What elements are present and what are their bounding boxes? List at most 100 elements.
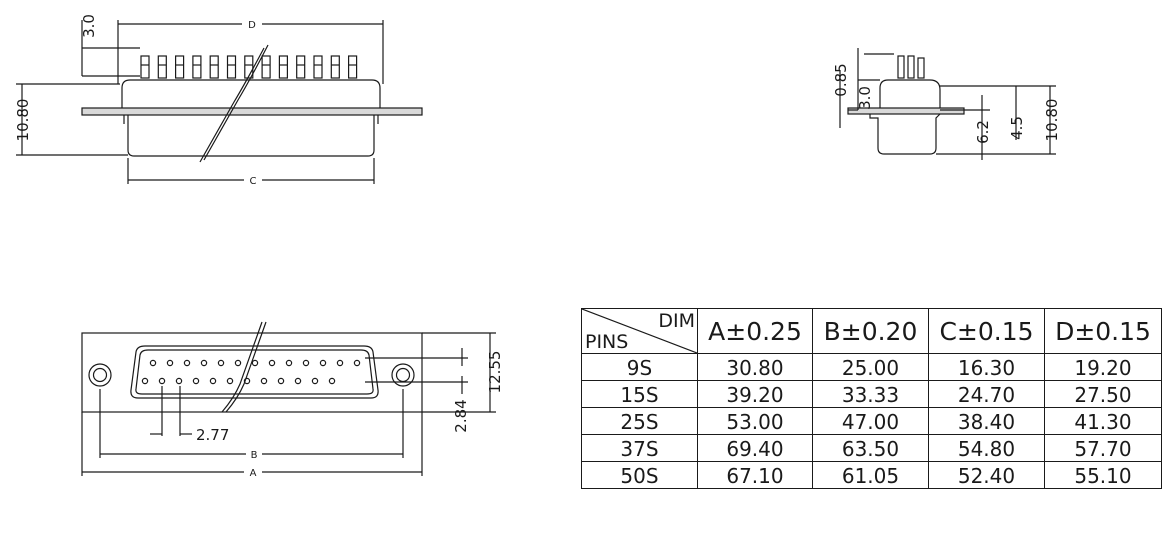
c-cell: 54.80 (928, 434, 1045, 462)
a-cell: 53.00 (697, 407, 813, 435)
pin-contact (175, 55, 185, 79)
d-cell: 41.30 (1044, 407, 1162, 435)
pins-cell: 37S (581, 434, 698, 462)
pin-hole (192, 377, 200, 385)
pin-hole (243, 377, 251, 385)
top-pins (140, 55, 358, 79)
pin-contact (296, 55, 306, 79)
top-dim-c: C (250, 176, 257, 187)
front-pins (141, 359, 361, 385)
pin-hole (175, 377, 183, 385)
a-cell: 69.40 (697, 434, 813, 462)
pin-contact (330, 55, 340, 79)
pin-contact (157, 55, 167, 79)
c-cell: 16.30 (928, 353, 1045, 381)
d-cell: 19.20 (1044, 353, 1162, 381)
table-row: 25S 53.00 47.00 38.40 41.30 (581, 407, 1162, 435)
b-cell: 47.00 (812, 407, 929, 435)
pin-hole (166, 359, 174, 367)
b-cell: 33.33 (812, 380, 929, 408)
d-cell: 57.70 (1044, 434, 1162, 462)
pin-hole (226, 377, 234, 385)
pin-hole (200, 359, 208, 367)
pin-contact (209, 55, 219, 79)
side-view (839, 48, 1056, 160)
side-dim-1080: 10.80 (1043, 99, 1061, 142)
table-row: 37S 69.40 63.50 54.80 57.70 (581, 434, 1162, 462)
pins-cell: 25S (581, 407, 698, 435)
pin-hole (277, 377, 285, 385)
b-cell: 61.05 (812, 461, 929, 489)
side-dim-30: 3.0 (856, 86, 874, 110)
pin-hole (251, 359, 259, 367)
pin-hole (268, 359, 276, 367)
table-header-row: DIM PINS A±0.25 B±0.20 C±0.15 D±0.15 (581, 308, 1162, 354)
pin-hole (294, 377, 302, 385)
d-cell: 55.10 (1044, 461, 1162, 489)
dimension-table: DIM PINS A±0.25 B±0.20 C±0.15 D±0.15 9S … (581, 308, 1162, 489)
pins-cell: 15S (581, 380, 698, 408)
front-dim-277: 2.77 (196, 426, 229, 444)
table-row: 50S 67.10 61.05 52.40 55.10 (581, 461, 1162, 489)
c-cell: 52.40 (928, 461, 1045, 489)
pin-hole (149, 359, 157, 367)
front-view (81, 321, 496, 476)
pin-hole (234, 359, 242, 367)
pin-contact (278, 55, 288, 79)
pin-contact (348, 55, 358, 79)
pin-hole (260, 377, 268, 385)
table-row: 15S 39.20 33.33 24.70 27.50 (581, 380, 1162, 408)
pin-hole (183, 359, 191, 367)
pin-contact (140, 55, 150, 79)
top-dim-height: 10.80 (14, 99, 32, 142)
pin-hole (141, 377, 149, 385)
right-mount-hole (391, 363, 415, 387)
corner-pins-label: PINS (585, 331, 629, 353)
front-dim-a: A (250, 468, 257, 479)
top-dim-3: 3.0 (80, 14, 98, 38)
pin-hole (336, 359, 344, 367)
c-cell: 38.40 (928, 407, 1045, 435)
pin-hole (209, 377, 217, 385)
side-dim-62: 6.2 (974, 120, 992, 144)
pin-hole (217, 359, 225, 367)
table-corner-cell: DIM PINS (581, 308, 698, 354)
a-cell: 39.20 (697, 380, 813, 408)
pin-hole (319, 359, 327, 367)
pin-contact (244, 55, 254, 79)
pin-contact (261, 55, 271, 79)
pin-contact (192, 55, 202, 79)
a-cell: 67.10 (697, 461, 813, 489)
pin-hole (302, 359, 310, 367)
top-view (16, 20, 423, 184)
header-d: D±0.15 (1044, 308, 1162, 354)
corner-dim-label: DIM (658, 310, 695, 332)
front-dim-284: 2.84 (452, 399, 470, 432)
table-row: 9S 30.80 25.00 16.30 19.20 (581, 353, 1162, 381)
d-cell: 27.50 (1044, 380, 1162, 408)
pin-hole (328, 377, 336, 385)
side-dim-45: 4.5 (1008, 116, 1026, 140)
header-b: B±0.20 (812, 308, 929, 354)
corner-diagonal (582, 309, 697, 353)
pin-hole (311, 377, 319, 385)
c-cell: 24.70 (928, 380, 1045, 408)
header-a: A±0.25 (697, 308, 813, 354)
front-dim-1255: 12.55 (486, 351, 504, 394)
top-dim-d: D (248, 20, 256, 31)
header-c: C±0.15 (928, 308, 1045, 354)
pin-hole (158, 377, 166, 385)
pin-hole (353, 359, 361, 367)
b-cell: 25.00 (812, 353, 929, 381)
pin-hole (285, 359, 293, 367)
front-dim-b: B (251, 450, 258, 461)
pin-contact (313, 55, 323, 79)
pin-contact (226, 55, 237, 79)
b-cell: 63.50 (812, 434, 929, 462)
left-mount-hole (88, 363, 112, 387)
pins-cell: 9S (581, 353, 698, 381)
a-cell: 30.80 (697, 353, 813, 381)
pins-cell: 50S (581, 461, 698, 489)
side-dim-085: 0.85 (832, 63, 850, 96)
